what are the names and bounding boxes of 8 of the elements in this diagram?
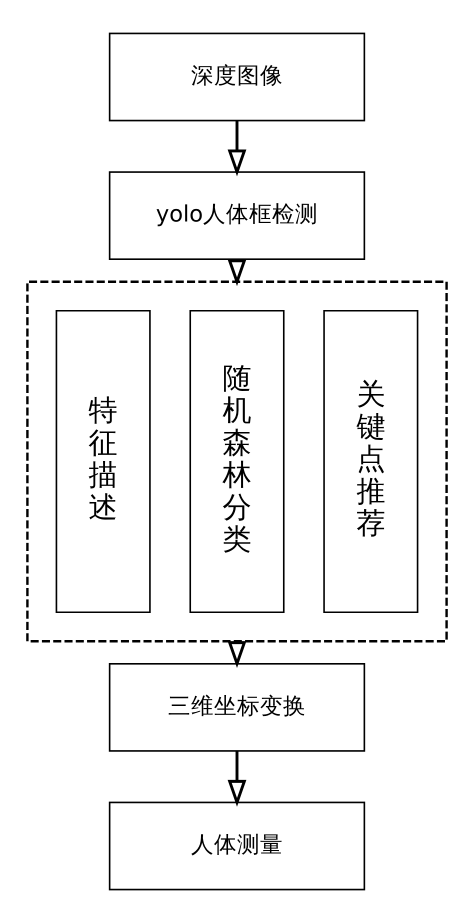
node-box: 随机森林分类 xyxy=(189,310,285,614)
arrow xyxy=(228,751,246,807)
node-box: 特征描述 xyxy=(56,310,151,614)
node-box: 深度图像 xyxy=(108,32,366,122)
node-box: 人体测量 xyxy=(108,802,366,890)
node-box: 关键点推荐 xyxy=(323,310,418,614)
arrow xyxy=(228,120,246,176)
node-box: 三维坐标变换 xyxy=(108,663,366,752)
